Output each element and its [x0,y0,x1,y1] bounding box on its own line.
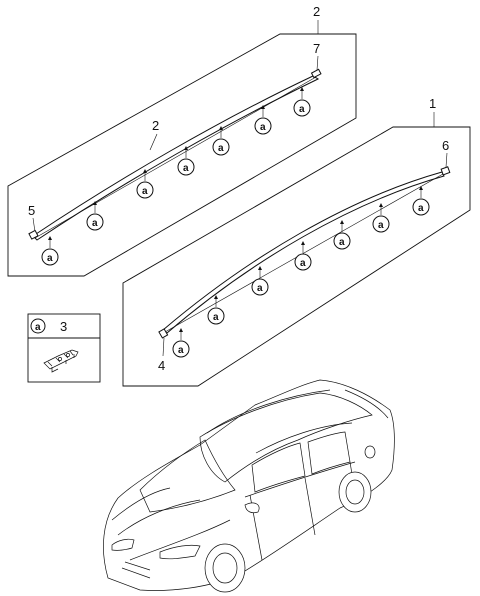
callout-2-inner: 2 [152,118,159,133]
svg-text:a: a [378,220,384,231]
upper-roof-moulding [32,75,320,241]
upper-panel: 2 2 7 5 a a a [7,4,357,277]
lower-clip-3: a [251,266,269,296]
svg-text:a: a [300,258,306,269]
callout-3: 3 [60,319,67,334]
upper-clip-1: a [41,236,59,266]
callout-4: 4 [158,358,165,373]
car-illustration [103,379,395,593]
upper-panel-frame [7,33,357,277]
svg-text:a: a [35,322,41,333]
svg-text:a: a [299,104,305,115]
svg-text:a: a [213,312,219,323]
svg-text:a: a [257,283,263,294]
upper-clip-7: a [293,87,311,117]
legend-clip-symbol [30,318,46,334]
lower-clip-6: a [372,203,390,233]
end-cap-6 [440,166,451,176]
svg-text:a: a [47,253,53,264]
rear-wheel [338,471,372,513]
lower-panel: 1 6 4 a a a [122,96,471,387]
svg-text:a: a [92,218,98,229]
svg-text:a: a [178,345,184,356]
callout-2-top: 2 [313,4,320,19]
lower-clip-7: a [412,186,430,216]
svg-text:a: a [339,237,345,248]
upper-clip-2: a [86,201,104,231]
callout-7: 7 [313,41,320,56]
svg-text:a: a [418,203,424,214]
end-cap-5 [28,229,39,240]
svg-text:a: a [142,186,148,197]
end-cap-4 [158,328,169,339]
lower-clip-5: a [333,220,351,250]
upper-clip-3: a [136,169,154,199]
svg-text:a: a [183,163,189,174]
svg-text:a: a [218,143,224,154]
lower-clip-2: a [207,295,225,325]
lower-roof-moulding [162,171,445,334]
end-cap-7 [310,68,322,79]
front-wheel [204,543,246,593]
upper-clip-5: a [212,126,230,156]
lower-panel-frame [122,126,471,387]
clip-legend-box: a 3 [27,313,101,383]
callout-5: 5 [28,203,35,218]
lower-clip-4: a [294,241,312,271]
upper-clip-4: a [177,146,195,176]
callout-6: 6 [442,138,449,153]
upper-clip-6: a [254,105,272,135]
callout-1: 1 [429,96,436,111]
lower-clip-1: a [172,328,190,358]
svg-text:a: a [260,122,266,133]
legend-frame [27,313,101,383]
clip-part-drawing [43,349,79,373]
